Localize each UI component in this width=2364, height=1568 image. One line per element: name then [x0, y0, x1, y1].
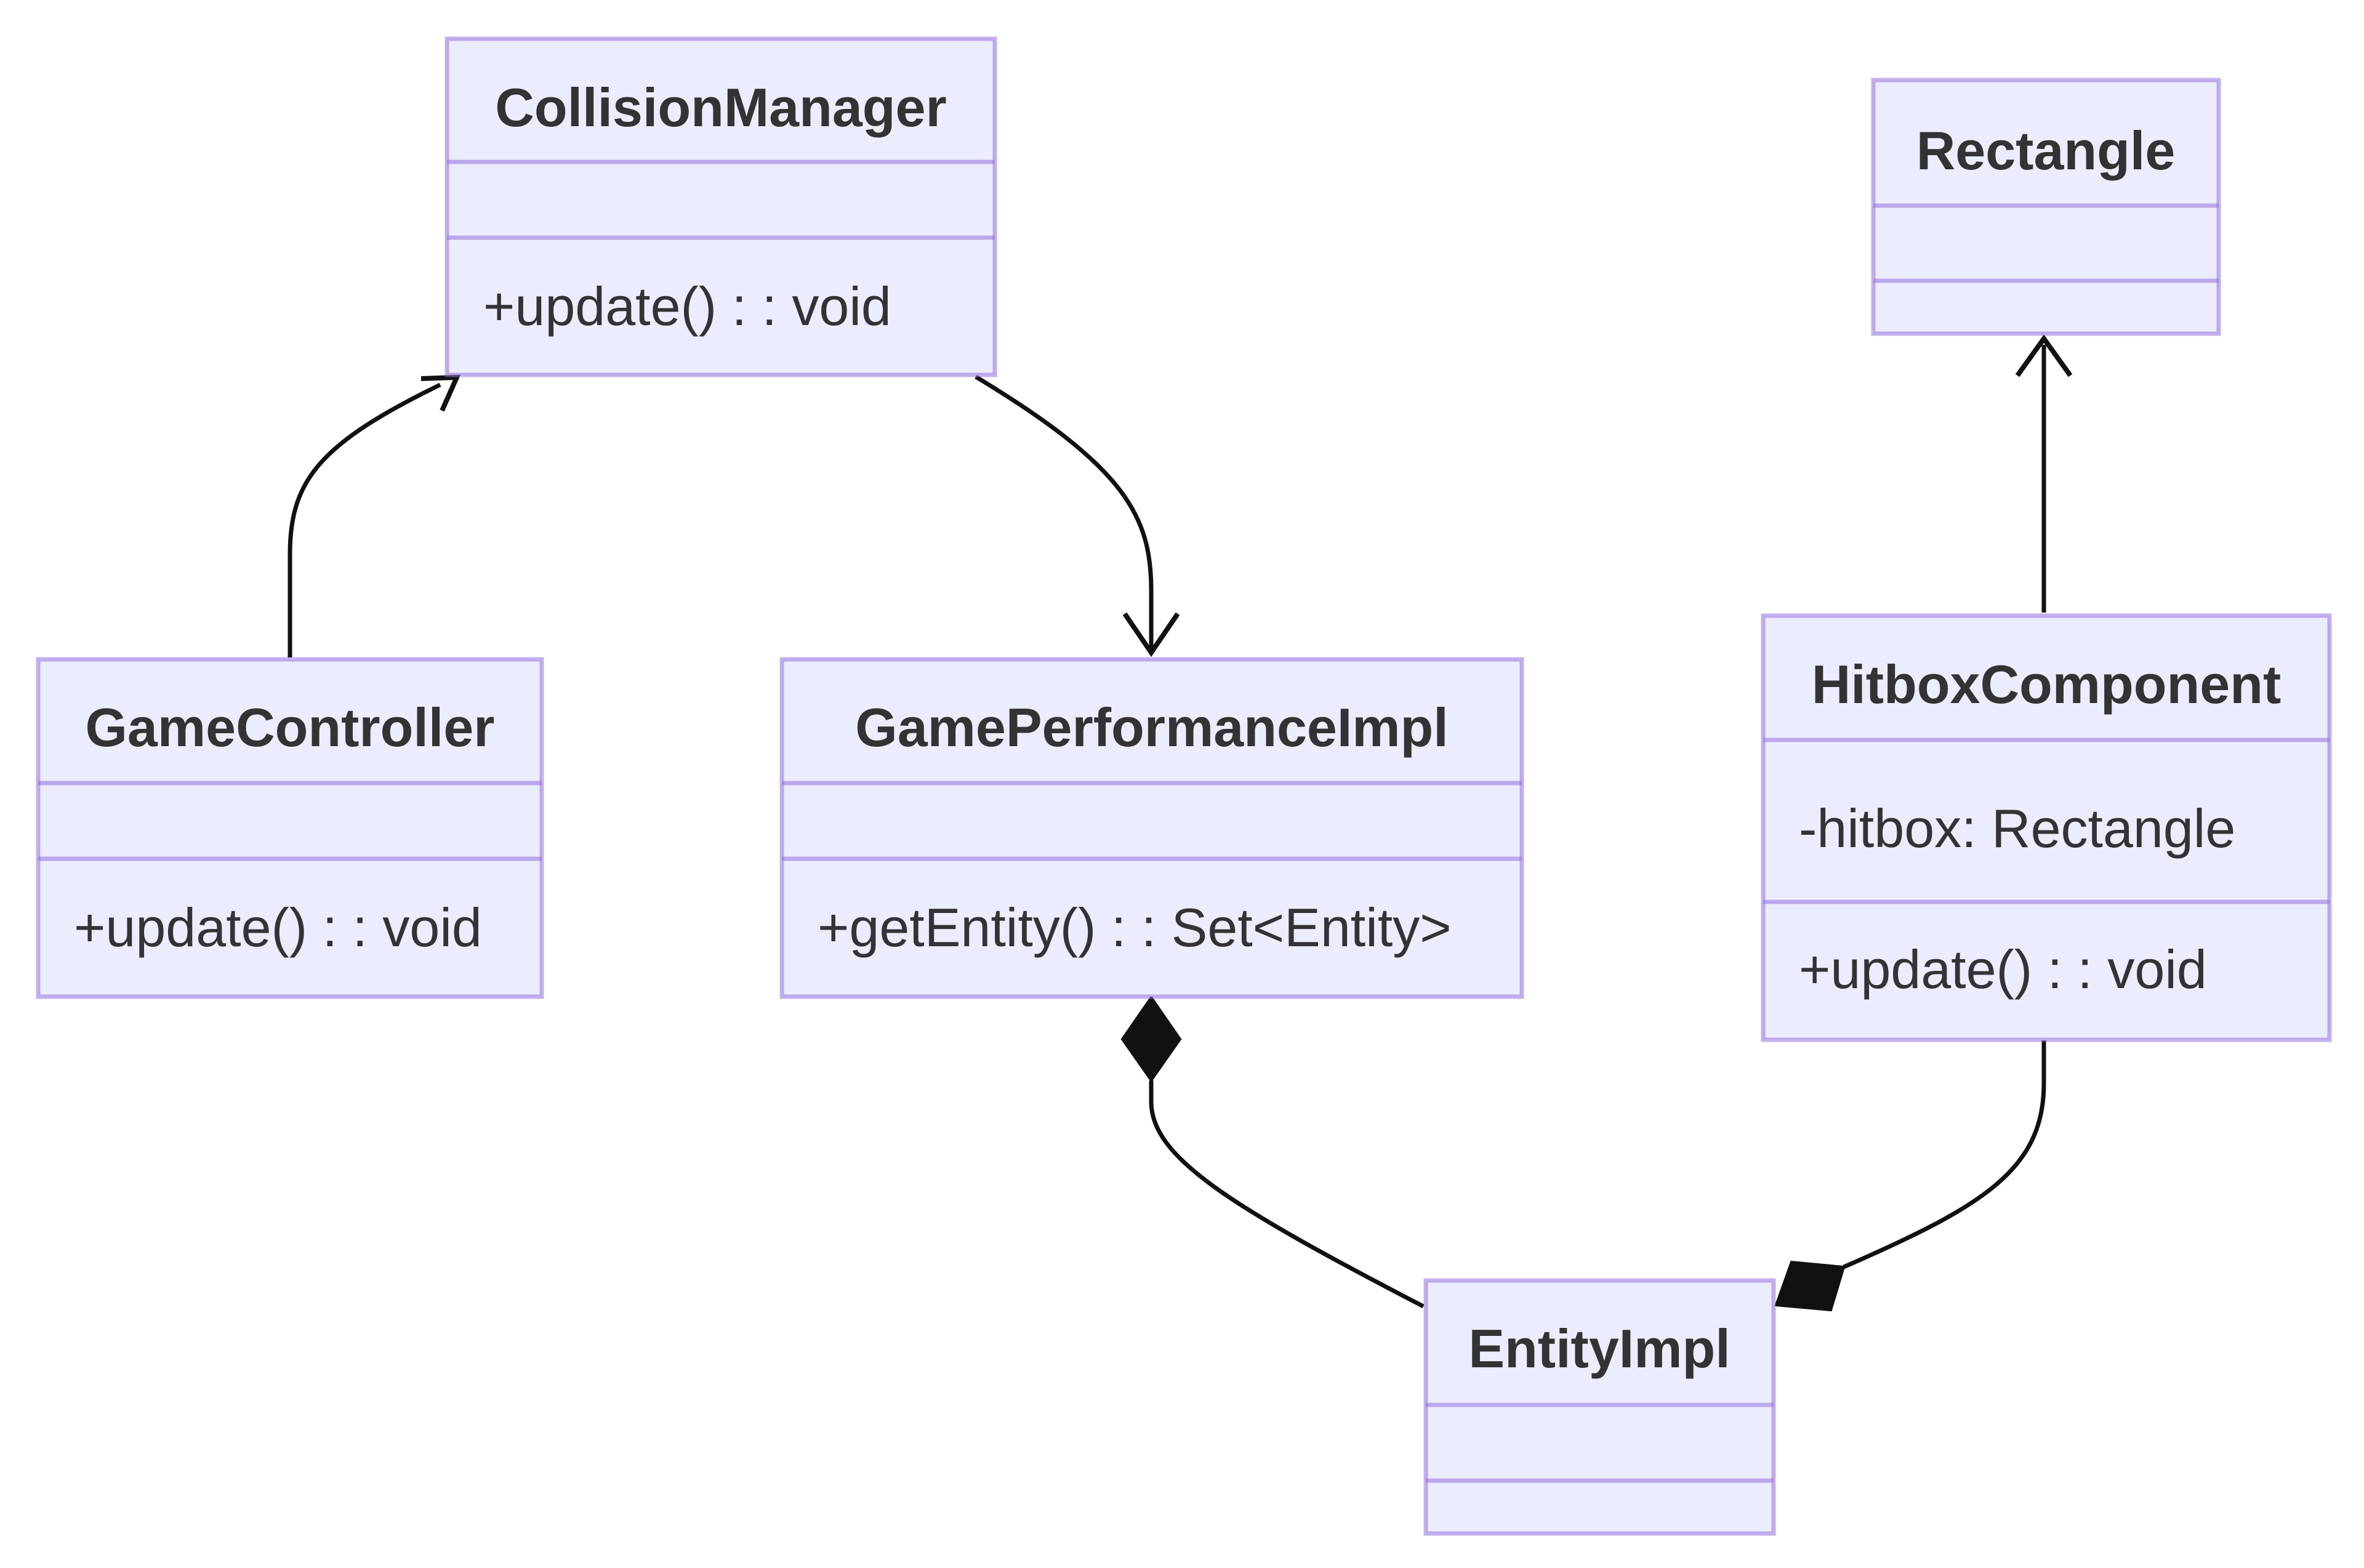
arrow-head-icon [1122, 612, 1180, 657]
class-method: +update() : : void [74, 897, 482, 958]
class-method: +update() : : void [1799, 939, 2207, 1000]
edge-hitboxcomponent-to-entityimpl [1843, 1040, 2046, 1269]
edge-gameperformanceimpl-to-entityimpl [1149, 1080, 1425, 1309]
class-entity-impl[interactable]: EntityImpl [1423, 1278, 1776, 1536]
edge-gamecontroller-to-collisionmanager [287, 382, 441, 657]
class-name: CollisionManager [495, 77, 946, 138]
class-box [444, 36, 997, 377]
class-name: GameController [85, 697, 494, 758]
class-name: GamePerformanceImpl [855, 697, 1449, 758]
class-name: EntityImpl [1468, 1318, 1730, 1379]
relations [287, 334, 2073, 1312]
edge-collisionmanager-to-gameperformanceimpl [975, 375, 1154, 649]
class-rectangle[interactable]: Rectangle [1871, 78, 2221, 336]
class-box [779, 657, 1524, 999]
class-attribute: -hitbox: Rectangle [1799, 798, 2235, 859]
class-game-performance-impl[interactable]: GamePerformanceImpl +getEntity() : : Set… [779, 657, 1524, 999]
arrow-head-icon [420, 374, 461, 412]
class-hitbox-component[interactable]: HitboxComponent -hitbox: Rectangle +upda… [1761, 613, 2332, 1042]
arrow-head-icon [2015, 334, 2073, 377]
class-method: +update() : : void [483, 276, 891, 337]
class-box [1761, 613, 2332, 1042]
class-collision-manager[interactable]: CollisionManager +update() : : void [444, 36, 997, 377]
class-name: Rectangle [1916, 120, 2176, 181]
composition-diamond-icon [1120, 995, 1182, 1083]
class-method: +getEntity() : : Set<Entity> [818, 897, 1452, 958]
class-game-controller[interactable]: GameController +update() : : void [36, 657, 544, 999]
class-box [36, 657, 544, 999]
composition-diamond-icon [1774, 1260, 1846, 1312]
class-name: HitboxComponent [1812, 654, 2282, 715]
